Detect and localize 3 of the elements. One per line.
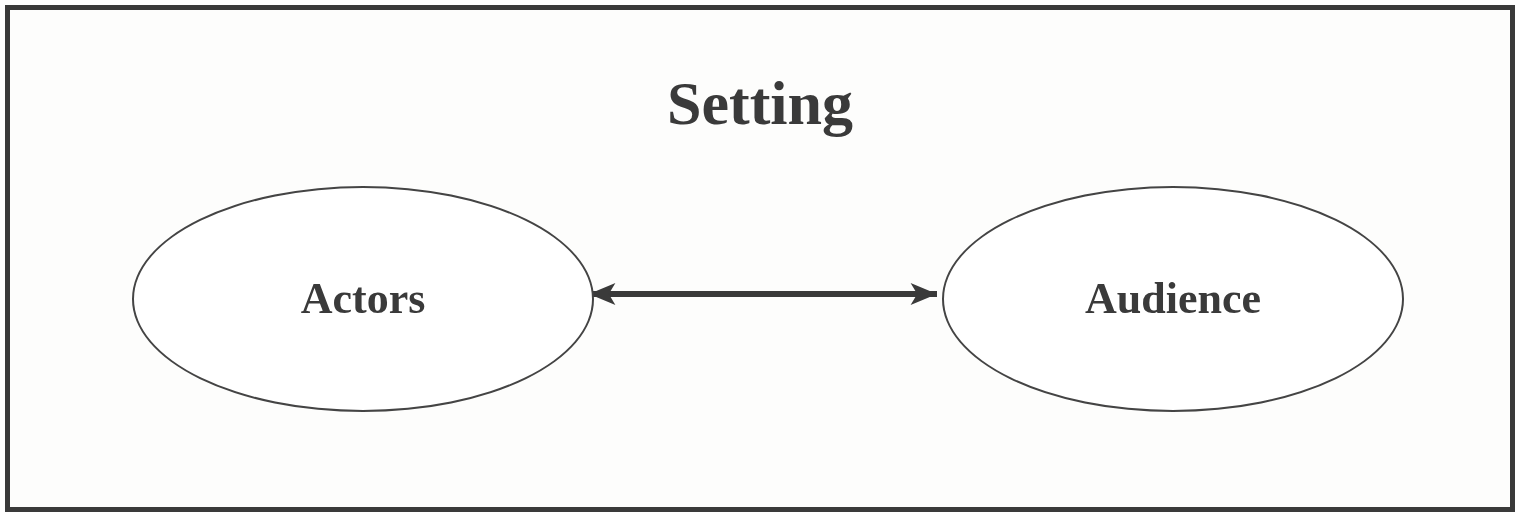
node-label: Actors [300, 273, 426, 325]
node-label: Audience [1085, 273, 1261, 325]
frame-box [5, 5, 1515, 512]
